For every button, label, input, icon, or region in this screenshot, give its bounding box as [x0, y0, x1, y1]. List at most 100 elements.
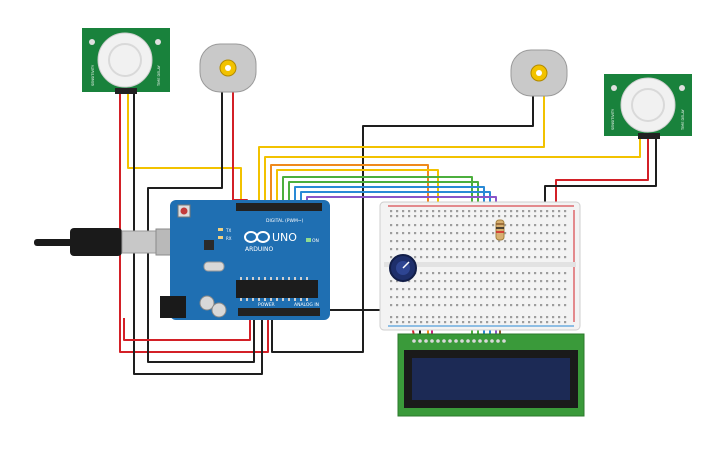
breadboard-hole [408, 232, 411, 235]
breadboard-hole [546, 240, 549, 243]
breadboard-hole [444, 215, 447, 218]
breadboard-hole [408, 224, 411, 227]
breadboard-hole [492, 280, 495, 283]
breadboard-hole [498, 240, 501, 243]
breadboard-hole [528, 304, 531, 307]
breadboard-hole [498, 272, 501, 275]
breadboard-hole [450, 256, 453, 259]
breadboard-hole [468, 224, 471, 227]
breadboard-hole [408, 316, 411, 319]
breadboard-hole [480, 240, 483, 243]
breadboard-hole [552, 232, 555, 235]
breadboard-hole [438, 224, 441, 227]
breadboard-hole [510, 280, 513, 283]
breadboard-hole [516, 210, 519, 213]
breadboard-hole [414, 248, 417, 251]
breadboard-hole [480, 210, 483, 213]
breadboard-hole [390, 321, 393, 324]
breadboard-hole [486, 321, 489, 324]
breadboard-hole [540, 272, 543, 275]
lcd-pin [424, 339, 428, 343]
breadboard-hole [402, 232, 405, 235]
breadboard-hole [468, 321, 471, 324]
breadboard-hole [564, 321, 567, 324]
breadboard-hole [546, 232, 549, 235]
breadboard-hole [450, 288, 453, 291]
breadboard-hole [522, 321, 525, 324]
capacitor-2 [211, 302, 227, 318]
breadboard-hole [432, 321, 435, 324]
breadboard-hole [552, 215, 555, 218]
breadboard-hole [540, 232, 543, 235]
breadboard-hole [528, 288, 531, 291]
breadboard-hole [420, 316, 423, 319]
breadboard-hole [510, 248, 513, 251]
breadboard-hole [516, 280, 519, 283]
breadboard-hole [432, 224, 435, 227]
breadboard-hole [510, 215, 513, 218]
breadboard-hole [564, 280, 567, 283]
wire-board-5v-bb [123, 318, 251, 341]
breadboard-hole [420, 304, 423, 307]
breadboard-hole [432, 256, 435, 259]
breadboard-hole [468, 240, 471, 243]
breadboard-hole [534, 296, 537, 299]
breadboard-hole [432, 280, 435, 283]
breadboard-hole [402, 321, 405, 324]
board-pcb [170, 200, 330, 320]
breadboard-hole [510, 316, 513, 319]
breadboard-hole [522, 304, 525, 307]
breadboard-hole [528, 248, 531, 251]
breadboard-hole [564, 316, 567, 319]
breadboard-hole [474, 248, 477, 251]
breadboard-hole [558, 256, 561, 259]
breadboard-hole [450, 321, 453, 324]
breadboard-hole [390, 240, 393, 243]
breadboard-hole [462, 210, 465, 213]
breadboard-hole [546, 321, 549, 324]
breadboard-hole [486, 316, 489, 319]
breadboard-hole [402, 304, 405, 307]
breadboard-hole [546, 296, 549, 299]
breadboard-hole [426, 248, 429, 251]
breadboard-hole [474, 304, 477, 307]
breadboard-hole [552, 210, 555, 213]
lcd-pin [472, 339, 476, 343]
breadboard-hole [546, 215, 549, 218]
breadboard-hole [438, 215, 441, 218]
breadboard [379, 201, 581, 331]
breadboard-hole [426, 288, 429, 291]
breadboard-hole [546, 256, 549, 259]
breadboard-hole [564, 288, 567, 291]
breadboard-hole [522, 296, 525, 299]
breadboard-hole [402, 296, 405, 299]
breadboard-hole [534, 272, 537, 275]
breadboard-hole [534, 288, 537, 291]
dc-motor-1 [199, 43, 257, 93]
breadboard-hole [564, 240, 567, 243]
breadboard-hole [498, 256, 501, 259]
breadboard-hole [504, 248, 507, 251]
dc-motor-2 [510, 49, 568, 97]
breadboard-hole [414, 256, 417, 259]
breadboard-hole [432, 248, 435, 251]
breadboard-hole [510, 240, 513, 243]
rx-led [218, 236, 223, 239]
breadboard-hole [462, 288, 465, 291]
breadboard-hole [480, 248, 483, 251]
breadboard-hole [480, 280, 483, 283]
breadboard-hole [408, 321, 411, 324]
breadboard-hole [414, 321, 417, 324]
breadboard-hole [462, 224, 465, 227]
breadboard-hole [438, 240, 441, 243]
breadboard-hole [456, 248, 459, 251]
breadboard-hole [474, 316, 477, 319]
breadboard-hole [540, 240, 543, 243]
breadboard-hole [498, 210, 501, 213]
breadboard-hole [564, 296, 567, 299]
breadboard-hole [396, 232, 399, 235]
breadboard-hole [480, 296, 483, 299]
breadboard-hole [414, 210, 417, 213]
breadboard-hole [504, 232, 507, 235]
breadboard-hole [486, 248, 489, 251]
